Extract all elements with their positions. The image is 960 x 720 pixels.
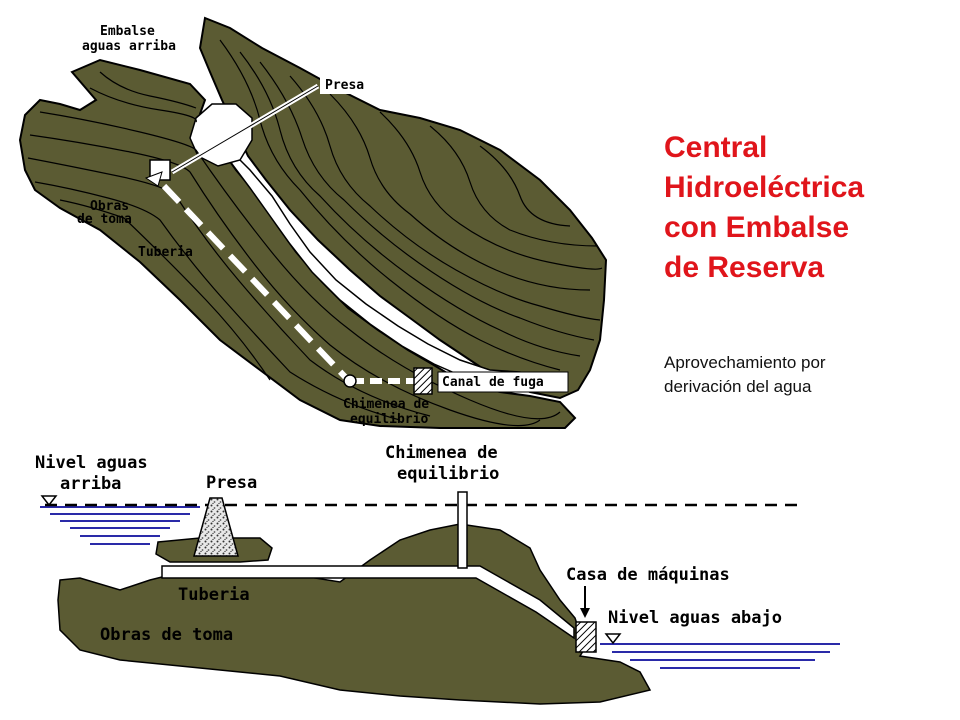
plan-label-tuberia: Tuberia — [138, 245, 193, 260]
section-label-obras: Obras de toma — [100, 625, 233, 645]
section-label-nivel-abajo: Nivel aguas abajo — [608, 608, 782, 628]
section-label-nivel-arriba-1: Nivel aguas — [35, 453, 148, 473]
section-dam — [193, 497, 239, 557]
plan-label-embalse-1: Embalse — [100, 24, 155, 39]
section-label-chimenea-2: equilibrio — [397, 464, 499, 484]
plan-label-chimenea-1: Chimenea de — [343, 397, 429, 412]
section-surge-tank — [457, 491, 468, 569]
section-downstream-level-marker — [604, 633, 622, 645]
plan-intake-arrow — [144, 171, 163, 187]
plan-contours-right — [219, 39, 603, 371]
plan-label-presa: Presa — [325, 78, 364, 93]
plan-penstock — [161, 183, 351, 383]
diagram-subtitle: Aprovechamiento por derivación del agua — [664, 351, 954, 399]
title-line-1: Central — [664, 131, 768, 164]
plan-contours-left — [27, 71, 561, 427]
section-upstream-level-marker — [40, 495, 58, 507]
plan-presa-outline — [171, 85, 319, 173]
title-line-4: de Reserva — [664, 251, 825, 284]
section-label-casa: Casa de máquinas — [566, 565, 730, 585]
title-line-2: Hidroeléctrica — [664, 171, 865, 204]
plan-surge-tank — [343, 374, 357, 388]
plan-label-canal: Canal de fuga — [442, 375, 544, 390]
plan-label-obras-2: de toma — [77, 212, 132, 227]
section-label-chimenea-1: Chimenea de — [385, 443, 498, 463]
section-powerhouse — [575, 621, 597, 653]
section-ground — [57, 523, 652, 705]
diagram-title: Central Hidroeléctrica con Embalse de Re… — [664, 128, 954, 288]
section-casa-arrowhead — [580, 608, 590, 618]
section-upstream-water — [40, 506, 200, 545]
section-label-presa: Presa — [206, 473, 257, 493]
title-line-3: con Embalse — [664, 211, 850, 244]
plan-label-embalse-2: aguas arriba — [82, 39, 176, 54]
section-label-tuberia: Tuberia — [178, 585, 250, 605]
plan-powerhouse — [413, 367, 433, 395]
subtitle-line-2: derivación del agua — [664, 377, 812, 396]
section-label-nivel-arriba-2: arriba — [60, 474, 121, 494]
plan-label-chimenea-2: equilibrio — [350, 412, 428, 427]
section-tunnel — [161, 565, 575, 640]
subtitle-line-1: Aprovechamiento por — [664, 353, 826, 372]
plan-view: Embalse aguas arriba Presa Obras de toma… — [18, 16, 608, 429]
section-view: Nivel aguas arriba Presa Chimenea de equ… — [35, 443, 840, 705]
section-downstream-water — [600, 643, 840, 669]
plan-label-obras-1: Obras — [90, 199, 129, 214]
